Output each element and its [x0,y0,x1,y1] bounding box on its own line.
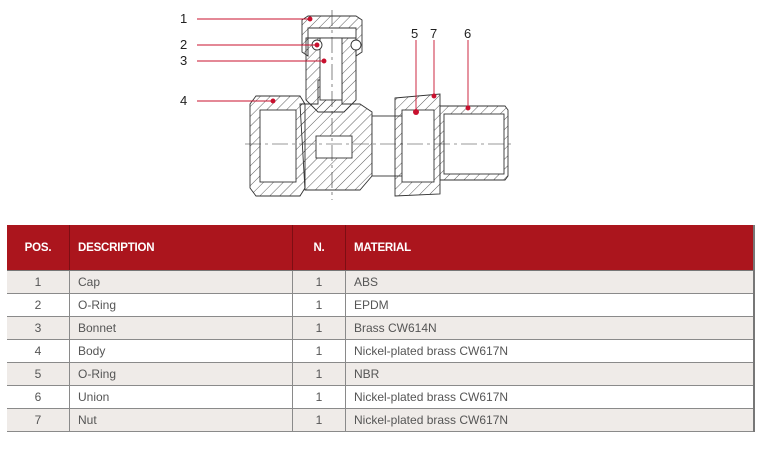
valve-section-drawing: 1 2 3 4 5 7 6 [0,0,762,215]
cell-description: Body [69,339,293,363]
callout-5: 5 [411,26,419,41]
table-header-row: POS. DESCRIPTION N. MATERIAL [7,225,755,271]
cell-quantity: 1 [292,316,346,340]
cell-description: Cap [69,270,293,294]
cell-description: Bonnet [69,316,293,340]
leader-dot-6 [465,105,471,111]
parts-table: POS. DESCRIPTION N. MATERIAL 1 Cap 1 ABS… [7,225,755,432]
cell-material: NBR [345,362,755,386]
callout-leaders [197,16,471,115]
header-description: DESCRIPTION [69,225,293,271]
cell-pos: 2 [7,293,70,317]
callout-3: 3 [180,53,188,68]
cell-quantity: 1 [292,408,346,432]
cell-pos: 4 [7,339,70,363]
cell-pos: 5 [7,362,70,386]
cell-quantity: 1 [292,270,346,294]
table-row: 4 Body 1 Nickel-plated brass CW617N [7,339,755,363]
cell-description: O-Ring [69,293,293,317]
callout-7: 7 [430,26,438,41]
cell-pos: 6 [7,385,70,409]
cell-description: Nut [69,408,293,432]
leader-dot-1 [307,16,313,22]
leader-dot-2 [314,42,320,48]
cell-pos: 3 [7,316,70,340]
table-row: 2 O-Ring 1 EPDM [7,293,755,317]
table-row: 5 O-Ring 1 NBR [7,362,755,386]
cell-quantity: 1 [292,362,346,386]
cell-quantity: 1 [292,339,346,363]
valve-cross-section-svg [197,10,515,200]
cell-material: ABS [345,270,755,294]
cell-material: Brass CW614N [345,316,755,340]
cell-description: Union [69,385,293,409]
cell-description: O-Ring [69,362,293,386]
table-row: 1 Cap 1 ABS [7,270,755,294]
header-material: MATERIAL [345,225,755,271]
cell-material: Nickel-plated brass CW617N [345,408,755,432]
cell-quantity: 1 [292,293,346,317]
table-row: 3 Bonnet 1 Brass CW614N [7,316,755,340]
callout-1: 1 [180,11,188,26]
table-row: 7 Nut 1 Nickel-plated brass CW617N [7,408,755,432]
cell-quantity: 1 [292,385,346,409]
leader-dot-3 [321,58,327,64]
table-row: 6 Union 1 Nickel-plated brass CW617N [7,385,755,409]
callout-4: 4 [180,93,188,108]
valve-geometry [245,10,515,200]
cell-material: Nickel-plated brass CW617N [345,385,755,409]
leader-dot-4 [270,98,276,104]
header-pos: POS. [7,225,70,271]
callout-2: 2 [180,37,188,52]
header-quantity: N. [292,225,346,271]
cell-material: EPDM [345,293,755,317]
leader-dot-5 [413,109,419,115]
callout-6: 6 [464,26,472,41]
cell-pos: 1 [7,270,70,294]
leader-dot-7 [431,93,437,99]
cell-material: Nickel-plated brass CW617N [345,339,755,363]
cell-pos: 7 [7,408,70,432]
